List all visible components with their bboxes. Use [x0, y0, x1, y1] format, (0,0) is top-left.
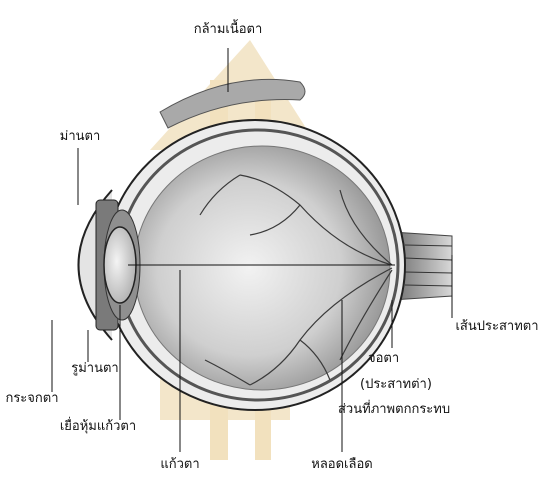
vitreous-body [134, 146, 390, 390]
label-cornea: กระจกตา [5, 391, 58, 406]
label-optic-nerve: เส้นประสาทตา [455, 319, 538, 334]
label-extraocular-muscle: กล้ามเนื้อตา [194, 19, 263, 37]
label-iris: ม่านตา [60, 129, 101, 144]
label-retina-focus: ส่วนที่ภาพตกกระทบ [338, 400, 450, 417]
label-vitreous-lens: แก้วตา [160, 457, 199, 472]
label-pupil: รูม่านตา [71, 361, 118, 376]
label-retina: จอตา [368, 351, 399, 366]
label-blood-vessel: หลอดเลือด [311, 456, 372, 472]
label-retina-sub: (ประสาทต่า) [360, 377, 432, 392]
label-ciliary-body: เยื่อหุ้มแก้วตา [60, 417, 136, 434]
